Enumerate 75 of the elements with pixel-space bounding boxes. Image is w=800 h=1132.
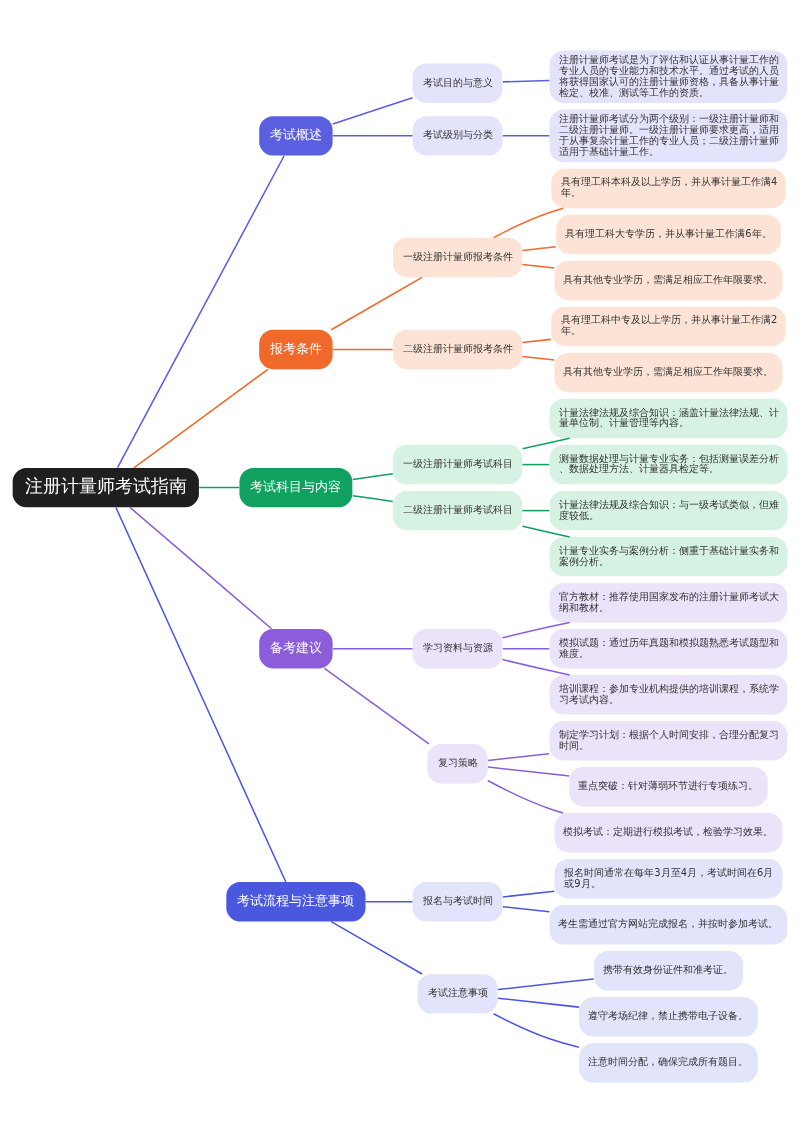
- connector: [352, 472, 394, 480]
- connector: [497, 977, 595, 990]
- node-box: 模拟试题：通过历年真题和模拟题熟悉考试题型和难度。: [549, 628, 788, 668]
- node-box: 注意时间分配，确保完成所有题目。: [579, 1042, 758, 1083]
- connector: [502, 890, 556, 898]
- connector: [133, 368, 269, 469]
- connector: [332, 96, 414, 125]
- node-box: 二级注册计量师报考条件: [392, 329, 523, 369]
- node-box: 考试目的与意义: [412, 63, 503, 103]
- connector: [521, 245, 557, 251]
- connector: [501, 621, 571, 639]
- connector: [521, 355, 556, 361]
- node-box: 具有其他专业学历，需满足相应工作年限要求。: [554, 260, 783, 300]
- node-box: 具有理工科本科及以上学历，并从事计量工作满4年。: [551, 168, 786, 208]
- node-box: 考试注意事项: [417, 973, 498, 1014]
- node-box: 考试概述: [259, 115, 333, 156]
- connector: [521, 525, 571, 538]
- node-box: 具有其他专业学历，需满足相应工作年限要求。: [554, 352, 783, 392]
- node-box: 考试流程与注意事项: [226, 881, 366, 922]
- connector: [332, 348, 394, 350]
- node-box: 测量数据处理与计量专业实务：包括测量误差分析、数据处理方法、计量器具检定等。: [549, 444, 788, 484]
- connector: [521, 437, 571, 450]
- node-box: 具有理工科中专及以上学历，并从事计量工作满2年。: [551, 306, 786, 346]
- connector: [521, 463, 551, 465]
- connector: [330, 920, 423, 975]
- connector: [332, 647, 414, 649]
- node-box: 一级注册计量师报考条件: [392, 237, 523, 277]
- node-box: 注册计量师考试分为两个级别：一级注册计量师和二级注册计量师。一级注册计量师要求更高，适用于从事复杂计量工作的专业人员；二级注册计量师适用于基础计量工作。: [549, 109, 788, 162]
- connector: [501, 658, 571, 676]
- node-box: 报名时间通常在每年3月至4月，考试时间在6月或9月。: [554, 858, 783, 898]
- connector: [487, 765, 570, 777]
- node-box: 学习资料与资源: [412, 628, 503, 668]
- node-box: 具有理工科大专学历，并从事计量工作满6年。: [556, 214, 781, 254]
- node-box: 一级注册计量师考试科目: [392, 444, 523, 484]
- connector: [364, 900, 414, 903]
- connector: [115, 506, 287, 883]
- connector: [502, 79, 551, 83]
- connector: [352, 494, 394, 502]
- node-box: 二级注册计量师考试科目: [392, 490, 523, 530]
- connector: [521, 509, 551, 511]
- connector: [487, 752, 550, 761]
- node-box: 注册计量师考试指南: [12, 467, 199, 507]
- connector: [486, 779, 564, 814]
- connector: [502, 134, 551, 137]
- node-box: 考生需通过官方网站完成报名，并按时参加考试。: [549, 904, 788, 945]
- node-box: 携带有效身份证件和准考证。: [593, 950, 743, 991]
- node-box: 计量法律法规及综合知识：涵盖计量法律法规、计量单位制、计量管理等内容。: [549, 398, 788, 438]
- connector: [497, 996, 580, 1008]
- connector: [323, 667, 430, 745]
- node-box: 计量法律法规及综合知识：与一级考试类似，但难度较低。: [549, 490, 788, 530]
- connector: [502, 905, 551, 913]
- node-box: 备考建议: [259, 628, 333, 668]
- node-box: 模拟考试：定期进行模拟考试，检验学习效果。: [554, 812, 783, 852]
- node-box: 考试科目与内容: [239, 467, 353, 507]
- connector: [492, 1012, 580, 1048]
- connector: [116, 154, 285, 468]
- connector: [521, 338, 552, 343]
- connector: [521, 263, 556, 269]
- connector: [330, 276, 423, 331]
- node-box: 考试级别与分类: [412, 115, 503, 156]
- node-box: 官方教材：推荐使用国家发布的注册计量师考试大纲和教材。: [549, 582, 788, 622]
- connector: [492, 206, 564, 238]
- node-box: 复习策略: [427, 743, 488, 783]
- connector: [502, 647, 551, 649]
- connector: [129, 506, 273, 630]
- node-box: 遵守考场纪律，禁止携带电子设备。: [579, 996, 758, 1037]
- node-box: 培训课程：参加专业机构提供的培训课程，系统学习考试内容。: [549, 674, 788, 714]
- node-box: 制定学习计划：根据个人时间安排，合理分配复习时间。: [549, 720, 788, 760]
- connector: [332, 134, 414, 137]
- node-box: 重点突破：针对薄弱环节进行专项练习。: [569, 766, 768, 806]
- node-box: 计量专业实务与案例分析：侧重于基础计量实务和案例分析。: [549, 536, 788, 576]
- node-box: 注册计量师考试是为了评估和认证从事计量工作的专业人员的专业能力和技术水平。通过考试的人员将获得国家认可的注册计量师资格，具备从事计量检定、校准、测试等工作的资质。: [549, 49, 788, 103]
- connector: [198, 486, 241, 488]
- node-box: 报考条件: [259, 329, 333, 369]
- node-box: 报名与考试时间: [412, 881, 503, 922]
